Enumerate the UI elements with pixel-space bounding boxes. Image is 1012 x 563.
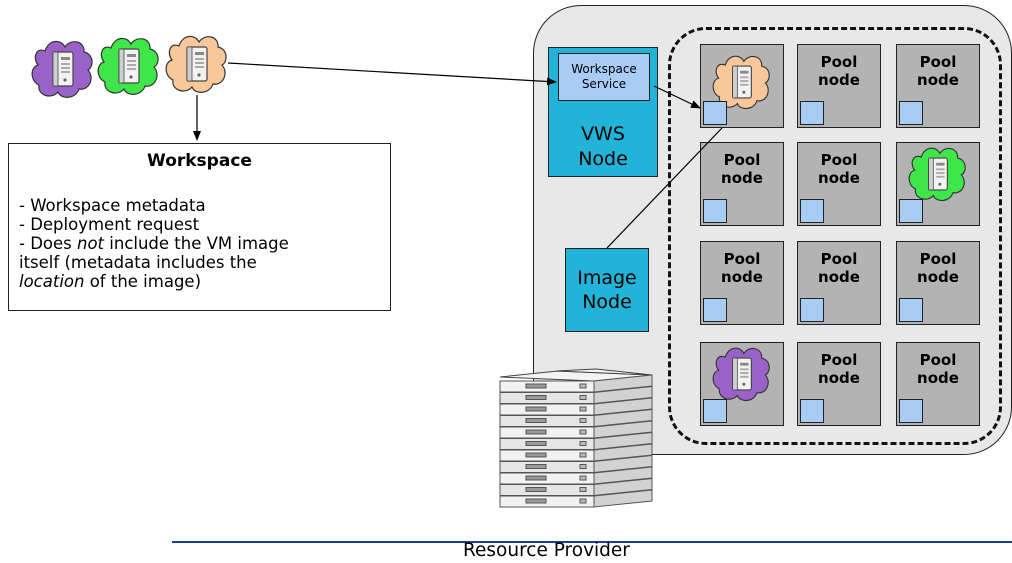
workspace-title: Workspace — [147, 151, 252, 171]
rack-unit-slot — [525, 418, 547, 423]
workspace-line-location: location of the image) — [19, 272, 202, 291]
rack-unit-side — [593, 489, 653, 508]
pool-node-port — [703, 399, 727, 423]
pool-node-port — [800, 399, 824, 423]
image-node-line2: Node — [582, 291, 632, 313]
workspace-line-deployment: - Deployment request — [19, 215, 200, 234]
rack-unit-slot — [525, 429, 547, 435]
pool-node-r2c3 — [896, 142, 980, 226]
rack-unit-slot — [525, 395, 547, 400]
arrow-image-node-to-pool-node — [606, 127, 723, 249]
workspace-service-line1: Workspace — [571, 62, 637, 76]
resource-provider-label: Resource Provider — [463, 540, 630, 561]
pool-node-port — [899, 298, 923, 322]
workspace-service-box: Workspace Service — [558, 53, 650, 101]
rack-unit-slot — [525, 464, 547, 469]
rack-unit-slot — [525, 441, 547, 446]
pool-node-port — [703, 101, 727, 125]
rack-unit-slot — [525, 475, 547, 481]
rack-unit-led — [579, 383, 587, 389]
rack-unit-led — [579, 418, 587, 423]
arrow-vm-to-workspace-service — [227, 62, 557, 86]
rack-unit-led — [579, 498, 587, 504]
pool-node-port — [800, 298, 824, 322]
vws-node: Workspace Service VWS Node — [548, 47, 658, 177]
rack-unit-slot — [525, 383, 547, 389]
workspace-service-line2: Service — [581, 77, 627, 91]
rack-unit-led — [579, 487, 587, 492]
arrow-service-to-pool-node — [653, 85, 701, 109]
workspace-line-itself: itself (metadata includes the — [19, 253, 257, 272]
pool-node-port — [899, 101, 923, 125]
rack-unit-led — [579, 441, 587, 446]
rack-unit-slot — [525, 406, 547, 412]
workspace-line-not-image: - Does not include the VM image — [19, 234, 289, 253]
pool-node-port — [703, 298, 727, 322]
workspace-description-box: Workspace - Workspace metadata - Deploym… — [8, 143, 391, 311]
server-rack-icon — [499, 368, 653, 508]
rack-unit-led — [579, 406, 587, 412]
pool-node-region — [668, 27, 1002, 445]
pool-node-r4c1 — [700, 342, 784, 426]
image-node: Image Node — [565, 248, 649, 332]
image-node-line1: Image — [577, 267, 637, 289]
rack-unit-led — [579, 464, 587, 469]
pool-node-r1c1 — [700, 44, 784, 128]
pool-node-port — [703, 199, 727, 223]
pool-node-port — [899, 199, 923, 223]
pool-node-port — [800, 101, 824, 125]
vws-node-label: VWS Node — [578, 123, 628, 170]
rack-unit-led — [579, 395, 587, 400]
pool-node-port — [800, 199, 824, 223]
rack-unit-slot — [525, 452, 547, 458]
pool-node-port — [899, 399, 923, 423]
rack-unit-led — [579, 475, 587, 481]
rack-unit-slot — [525, 487, 547, 492]
rack-unit-led — [579, 452, 587, 458]
rack-unit-slot — [525, 498, 547, 504]
workspace-line-metadata: - Workspace metadata — [19, 196, 206, 215]
resource-provider-rule — [172, 541, 1012, 543]
rack-unit-led — [579, 429, 587, 435]
